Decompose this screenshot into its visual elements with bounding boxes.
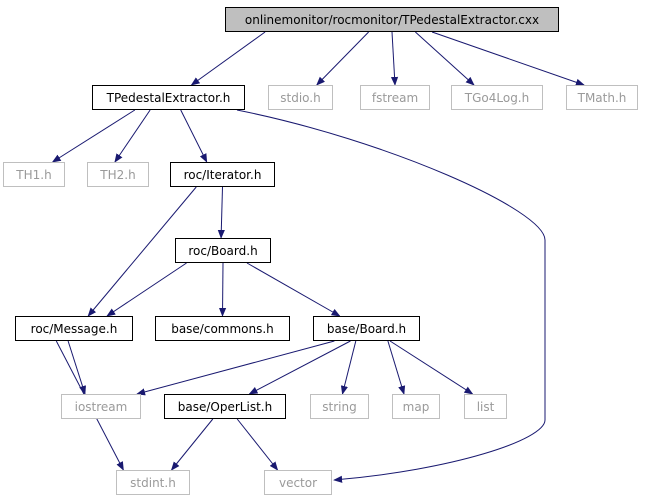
node-tpedestalextractor-cxx: onlinemonitor/rocmonitor/TPedestalExtrac… xyxy=(225,7,559,32)
node-base-board-h[interactable]: base/Board.h xyxy=(313,316,420,341)
node-roc-board-h[interactable]: roc/Board.h xyxy=(175,238,271,263)
node-list: list xyxy=(464,394,507,419)
edge-n1-n7 xyxy=(114,109,151,163)
node-roc-iterator-h[interactable]: roc/Iterator.h xyxy=(170,162,275,187)
node-vector: vector xyxy=(264,470,332,495)
edge-n14-n19 xyxy=(236,418,279,471)
node-fstream: fstream xyxy=(360,85,430,110)
node-tgo4log-h: TGo4Log.h xyxy=(451,85,543,110)
node-th2-h: TH2.h xyxy=(87,162,149,187)
node-tmath-h: TMath.h xyxy=(566,85,638,110)
node-base-commons-h[interactable]: base/commons.h xyxy=(155,316,290,341)
edge-n0-n4 xyxy=(415,31,475,86)
node-tpedestalextractor-h[interactable]: TPedestalExtractor.h xyxy=(92,85,245,110)
node-string: string xyxy=(310,394,369,419)
node-roc-message-h[interactable]: roc/Message.h xyxy=(15,316,133,341)
edge-n12-n15 xyxy=(340,340,357,395)
edge-n9-n12 xyxy=(246,262,341,317)
node-stdint-h: stdint.h xyxy=(116,470,190,495)
edge-n10-n13 xyxy=(67,340,86,395)
node-base-operlist-h[interactable]: base/OperList.h xyxy=(164,394,286,419)
edge-n9-n10 xyxy=(106,262,187,317)
node-iostream: iostream xyxy=(61,394,141,419)
edge-n8-n9 xyxy=(217,186,225,239)
edge-n8-n10 xyxy=(87,186,197,317)
edge-n0-n1 xyxy=(190,31,266,86)
edge-n9-n11 xyxy=(218,262,227,317)
edge-n0-n3 xyxy=(390,31,399,86)
edge-n12-n13 xyxy=(136,340,335,396)
edge-n1-n8 xyxy=(180,109,208,163)
edge-n0-n2 xyxy=(316,31,369,86)
edge-n1-n19 xyxy=(236,109,546,483)
node-stdio-h: stdio.h xyxy=(268,85,333,110)
node-th1-h: TH1.h xyxy=(3,162,65,187)
edge-n14-n18 xyxy=(170,418,214,471)
edge-n1-n6 xyxy=(51,109,136,163)
edge-n12-n14 xyxy=(248,340,351,395)
edge-n12-n16 xyxy=(387,340,406,395)
edge-n12-n17 xyxy=(389,340,474,395)
edge-n0-n5 xyxy=(431,31,585,86)
node-map: map xyxy=(392,394,440,419)
